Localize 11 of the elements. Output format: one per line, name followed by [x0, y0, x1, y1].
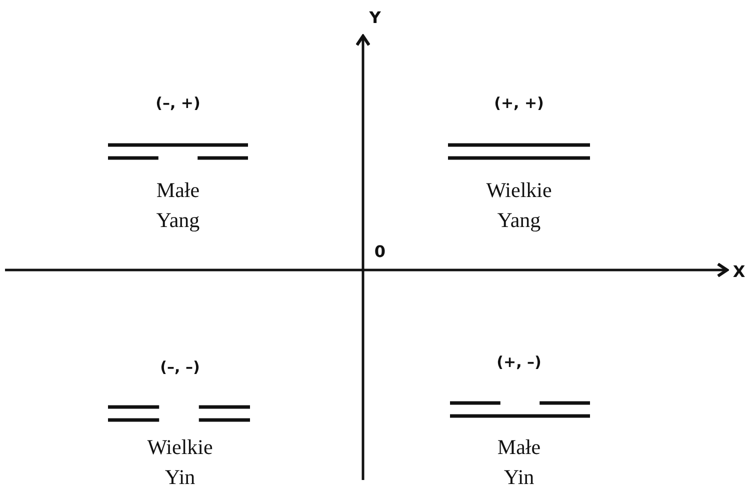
- quadrant-name: Wielkie Yin: [146, 434, 214, 491]
- origin-label: 0: [373, 243, 387, 261]
- coordinate-sign: (+, +): [493, 94, 545, 112]
- coordinate-sign: (–, –): [159, 358, 201, 376]
- coordinate-sign: (+, –): [496, 353, 542, 371]
- quadrant-name: Małe Yin: [496, 434, 542, 491]
- axis-label: X: [732, 263, 746, 281]
- quadrant-name: Wielkie Yang: [485, 177, 553, 234]
- coordinate-sign: (–, +): [154, 94, 202, 112]
- axis-label: Y: [368, 9, 382, 27]
- quadrant-name: Małe Yang: [155, 177, 201, 234]
